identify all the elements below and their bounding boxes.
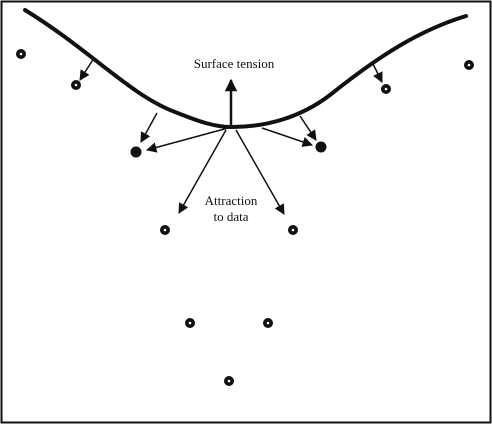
data-point-center [227,379,231,383]
attraction-label-line1: Attraction [205,193,258,208]
data-point-center [266,321,270,325]
attraction-arrow-left-far [145,127,229,153]
data-point-center [384,87,388,91]
attraction-arrow-right-far [261,127,313,147]
data-point-center [291,228,295,232]
curve-to-point-arrow-2 [140,112,158,143]
data-points [16,49,474,386]
data-point [130,146,142,158]
curve-to-point-arrow-1 [79,57,95,81]
curve-to-point-arrow-4 [371,61,383,83]
attraction-arrow-left-down [178,129,227,214]
data-point-center [467,63,471,67]
attraction-arrow-right-down [235,129,285,215]
data-point-center [74,83,78,87]
surface-tension-label: Surface tension [194,56,275,71]
data-point-center [19,52,23,56]
attraction-label-line2: to data [213,209,248,224]
curve-to-point-arrow-3 [299,115,317,141]
fitted-curve [23,8,468,130]
data-point-centers [19,52,471,383]
data-point-center [188,321,192,325]
data-point [315,141,327,153]
data-point-center [163,228,167,232]
